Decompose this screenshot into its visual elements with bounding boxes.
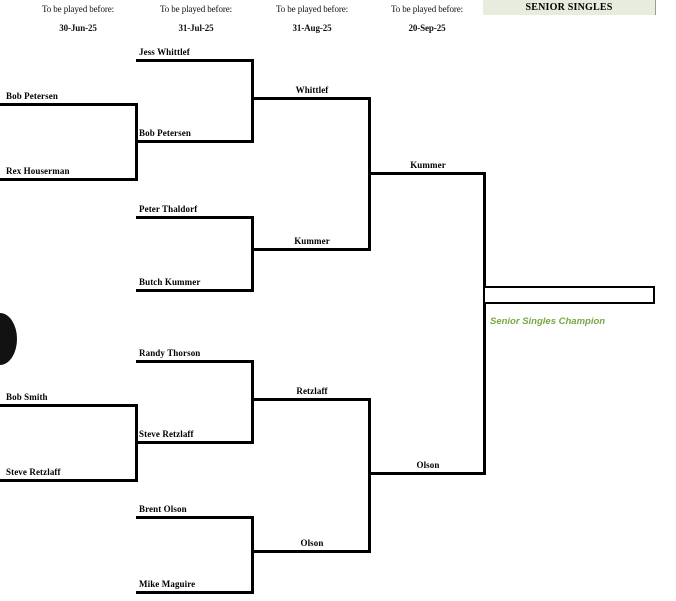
round2-line-6 (136, 441, 254, 444)
round-header-4: To be played before: 20-Sep-25 (367, 4, 487, 33)
round1-slot-bob-petersen: Bob Petersen (6, 91, 58, 101)
round3-slot-olson: Olson (300, 538, 324, 548)
round-header-3-caption: To be played before: (275, 4, 349, 14)
round3-slot-kummer: Kummer (294, 236, 330, 246)
round3-line-3 (252, 398, 371, 401)
round2-slot-jess-whittlef: Jess Whittlef (139, 47, 190, 57)
round3-slot-retzlaff: Retzlaff (296, 386, 328, 396)
round3-line-2 (252, 248, 371, 251)
round2-slot-butch-kummer: Butch Kummer (139, 277, 201, 287)
champion-box[interactable] (483, 286, 655, 304)
round2-slot-bob-petersen: Bob Petersen (139, 128, 191, 138)
round-header-1-caption: To be played before: (41, 4, 115, 14)
round2-line-7 (136, 516, 254, 519)
edge-dot-decoration (0, 313, 17, 365)
round2-slot-peter-thaldorf: Peter Thaldorf (139, 204, 198, 214)
round3-line-1 (252, 97, 371, 100)
round4-slot-olson: Olson (416, 460, 440, 470)
round-header-4-date: 20-Sep-25 (408, 23, 446, 33)
round-header-4-caption: To be played before: (390, 4, 464, 14)
round4-line-2 (369, 472, 486, 475)
tournament-title-box: SENIOR SINGLES (483, 0, 656, 15)
round2-slot-brent-olson: Brent Olson (139, 504, 187, 514)
round1-line-top-1 (0, 103, 138, 106)
round-header-2-date: 31-Jul-25 (178, 23, 214, 33)
round-header-2: To be played before: 31-Jul-25 (136, 4, 256, 33)
round3-slot-whittlef: Whittlef (295, 85, 329, 95)
round2-line-3 (136, 216, 254, 219)
round4-line-1 (369, 172, 486, 175)
round2-line-2 (136, 140, 254, 143)
round4-connector-final (483, 172, 486, 475)
round3-line-4 (252, 550, 371, 553)
round-header-1-date: 30-Jun-25 (59, 23, 97, 33)
round1-line-bottom-2 (0, 479, 138, 482)
round2-connector-c (251, 360, 254, 444)
round2-line-1 (136, 59, 254, 62)
round1-slot-steve-retzlaff: Steve Retzlaff (6, 467, 61, 477)
round2-line-5 (136, 360, 254, 363)
round1-slot-bob-smith: Bob Smith (6, 392, 48, 402)
round2-line-8 (136, 591, 254, 594)
round-header-1: To be played before: 30-Jun-25 (18, 4, 138, 33)
round2-connector-d (251, 516, 254, 594)
round-header-3-date: 31-Aug-25 (292, 23, 332, 33)
round2-connector-b (251, 216, 254, 292)
round2-line-4 (136, 289, 254, 292)
page-title: SENIOR SINGLES (525, 2, 613, 13)
round1-line-bottom-1 (0, 404, 138, 407)
round2-connector-a (251, 59, 254, 143)
round-header-2-caption: To be played before: (159, 4, 233, 14)
round3-connector-bottom (368, 398, 371, 553)
round1-line-top-2 (0, 178, 138, 181)
round4-slot-kummer: Kummer (410, 160, 446, 170)
champion-label: Senior Singles Champion (490, 316, 606, 327)
round1-slot-rex-houserman: Rex Houserman (6, 166, 70, 176)
round2-slot-randy-thorson: Randy Thorson (139, 348, 201, 358)
round2-slot-mike-maguire: Mike Maguire (139, 579, 196, 589)
round2-slot-steve-retzlaff: Steve Retzlaff (139, 429, 194, 439)
round-header-3: To be played before: 31-Aug-25 (252, 4, 372, 33)
